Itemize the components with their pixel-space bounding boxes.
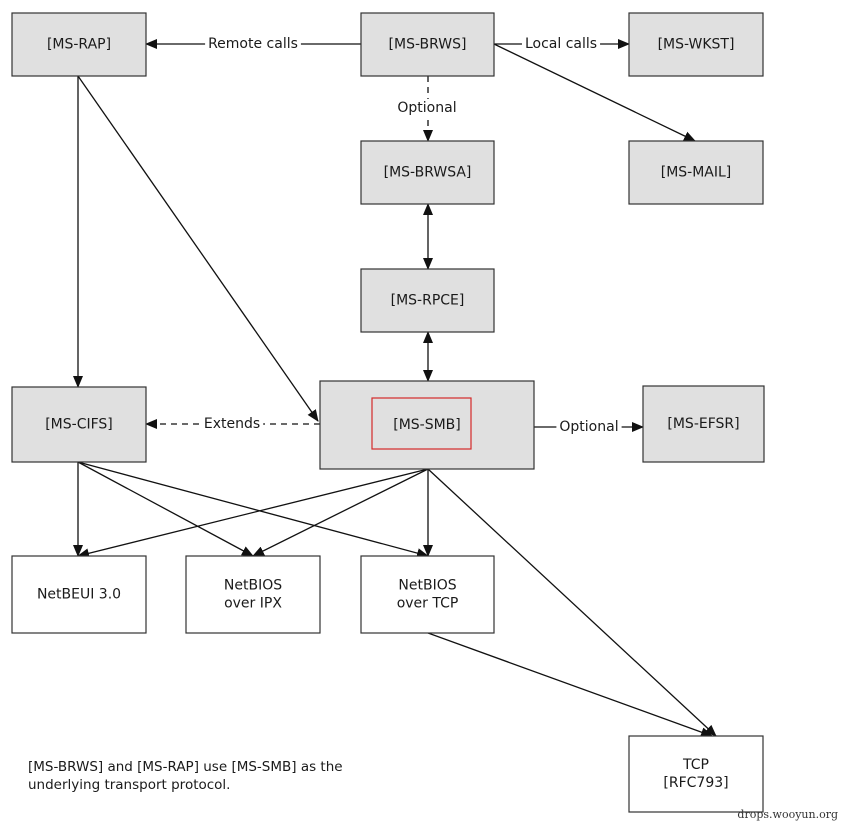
footnote-line-1: [MS-BRWS] and [MS-RAP] use [MS-SMB] as t…	[28, 759, 343, 775]
edge-label-ms-smb-to-ms-cifs: Extends	[204, 416, 260, 432]
node-box-netbios-tcp	[360, 555, 495, 634]
node-box-ms-smb	[319, 380, 535, 470]
node-box-tcp	[628, 735, 764, 813]
node-label-netbios-tcp-line-1: NetBIOS	[398, 578, 456, 594]
node-box-ms-brws	[360, 12, 495, 77]
watermark: drops.wooyun.org	[737, 808, 838, 821]
node-label-netbeui: NetBEUI 3.0	[37, 587, 121, 603]
node-label-netbios-ipx-line-2: over IPX	[224, 596, 282, 612]
node-label-ms-brws: [MS-BRWS]	[389, 37, 467, 53]
edge-ms-smb-to-tcp	[427, 468, 717, 737]
edge-label-background	[556, 418, 622, 436]
footnote-line-2: underlying transport protocol.	[28, 777, 230, 793]
node-label-ms-wkst: [MS-WKST]	[658, 37, 735, 53]
node-label-ms-rpce: [MS-RPCE]	[391, 293, 465, 309]
edges-layer	[73, 39, 717, 737]
edge-label-ms-brws-to-ms-brwsa: Optional	[397, 100, 456, 116]
node-label-ms-smb: [MS-SMB]	[393, 417, 461, 433]
node-label-ms-mail: [MS-MAIL]	[661, 165, 732, 181]
edge-label-ms-brws-to-ms-wkst: Local calls	[525, 36, 597, 52]
node-box-ms-cifs	[11, 386, 147, 463]
edge-label-background	[521, 35, 601, 53]
highlight-box	[371, 397, 472, 450]
node-label-ms-efsr: [MS-EFSR]	[667, 416, 739, 432]
edge-label-ms-smb-to-ms-efsr: Optional	[559, 419, 618, 435]
edge-label-ms-brws-to-ms-rap: Remote calls	[208, 36, 298, 52]
footnote: [MS-BRWS] and [MS-RAP] use [MS-SMB] as t…	[28, 759, 343, 793]
nodes-layer: [MS-RAP] [MS-BRWS] [MS-WKST] [MS-BRWSA] [MS-…	[11, 12, 765, 813]
node-label-tcp-line-2: [RFC793]	[663, 775, 728, 791]
node-label-netbios-ipx-line-1: NetBIOS	[224, 578, 282, 594]
node-ms-rap: [MS-RAP]	[11, 12, 147, 77]
edge-ms-brws-to-ms-mail	[493, 43, 696, 142]
node-ms-brws: [MS-BRWS]	[360, 12, 495, 77]
node-ms-smb: [MS-SMB]	[319, 380, 535, 470]
node-label-ms-rap: [MS-RAP]	[47, 37, 111, 53]
node-ms-cifs: [MS-CIFS]	[11, 386, 147, 463]
node-label-ms-brwsa: [MS-BRWSA]	[384, 165, 472, 181]
node-tcp: TCP [RFC793]	[628, 735, 764, 813]
node-ms-brwsa: [MS-BRWSA]	[360, 140, 495, 205]
node-box-netbeui	[11, 555, 147, 634]
node-box-ms-brwsa	[360, 140, 495, 205]
edge-ms-rap-to-ms-smb	[77, 75, 319, 422]
edge-ms-smb-to-netbeui	[77, 468, 429, 559]
edge-label-background	[394, 99, 460, 117]
node-ms-mail: [MS-MAIL]	[628, 140, 764, 205]
edge-label-background	[200, 415, 264, 433]
node-box-ms-rap	[11, 12, 147, 77]
edge-netbios-tcp-to-tcp	[427, 632, 713, 737]
node-label-ms-cifs: [MS-CIFS]	[45, 417, 113, 433]
node-netbios-tcp: NetBIOS over TCP	[360, 555, 495, 634]
node-ms-wkst: [MS-WKST]	[628, 12, 764, 77]
edge-ms-cifs-to-netbios-ipx	[77, 461, 254, 557]
edge-ms-smb-to-netbios-ipx	[252, 468, 429, 557]
node-netbios-ipx: NetBIOS over IPX	[185, 555, 321, 634]
edge-ms-cifs-to-netbios-tcp	[77, 461, 429, 558]
edge-label-background	[205, 35, 301, 53]
node-box-ms-rpce	[360, 268, 495, 333]
node-ms-rpce: [MS-RPCE]	[360, 268, 495, 333]
node-box-ms-mail	[628, 140, 764, 205]
node-label-tcp-line-1: TCP	[682, 757, 709, 773]
node-netbeui: NetBEUI 3.0	[11, 555, 147, 634]
node-box-netbios-ipx	[185, 555, 321, 634]
node-ms-efsr: [MS-EFSR]	[642, 385, 765, 463]
node-box-ms-wkst	[628, 12, 764, 77]
node-label-netbios-tcp-line-2: over TCP	[397, 596, 459, 612]
node-box-ms-efsr	[642, 385, 765, 463]
